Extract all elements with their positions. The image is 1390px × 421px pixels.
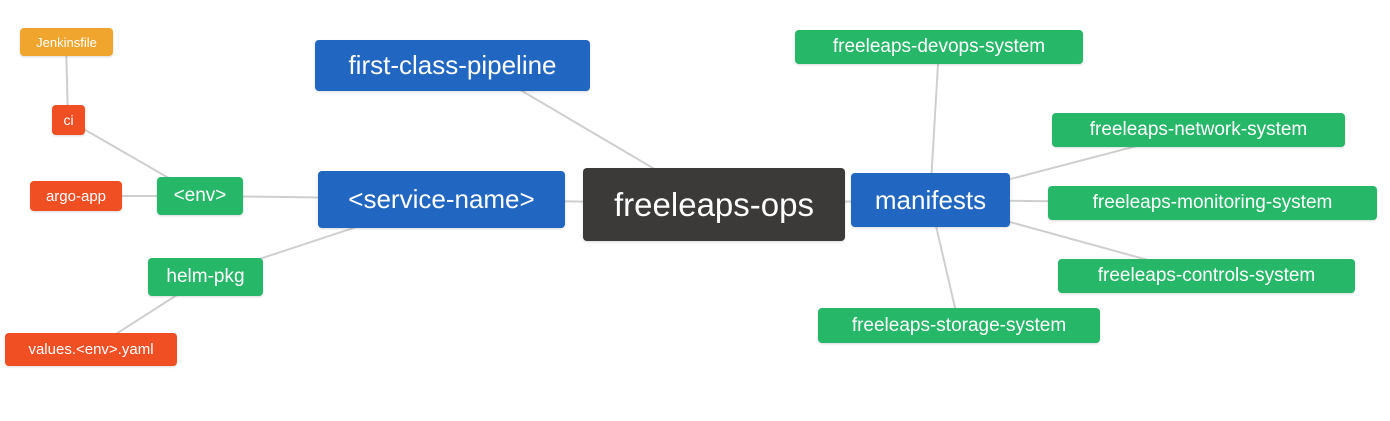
node-freeleaps-ops[interactable]: freeleaps-ops	[583, 168, 845, 241]
node-manifests[interactable]: manifests	[851, 173, 1010, 227]
node-freeleaps-monitoring-system[interactable]: freeleaps-monitoring-system	[1048, 186, 1377, 220]
node-values-env-yaml-label: values.<env>.yaml	[28, 341, 154, 358]
node-helm-pkg-label: helm-pkg	[166, 266, 245, 287]
node-ci-label: ci	[63, 112, 74, 128]
node-helm-pkg[interactable]: helm-pkg	[148, 258, 263, 296]
node-freeleaps-devops-system[interactable]: freeleaps-devops-system	[795, 30, 1083, 64]
node-freeleaps-storage-system-label: freeleaps-storage-system	[851, 314, 1067, 336]
node-env[interactable]: <env>	[157, 177, 243, 215]
node-service-name-label: <service-name>	[348, 184, 535, 214]
node-jenkinsfile-label: Jenkinsfile	[36, 34, 97, 50]
node-freeleaps-devops-system-label: freeleaps-devops-system	[832, 36, 1046, 57]
node-freeleaps-network-system[interactable]: freeleaps-network-system	[1052, 113, 1345, 147]
node-argo-app-label: argo-app	[45, 187, 107, 205]
node-argo-app[interactable]: argo-app	[30, 181, 122, 211]
node-first-class-pipeline-label: first-class-pipeline	[348, 50, 557, 80]
node-freeleaps-controls-system[interactable]: freeleaps-controls-system	[1058, 259, 1355, 293]
node-jenkinsfile[interactable]: Jenkinsfile	[20, 28, 113, 56]
node-freeleaps-monitoring-system-label: freeleaps-monitoring-system	[1092, 192, 1333, 213]
node-env-label: <env>	[173, 185, 227, 206]
node-service-name[interactable]: <service-name>	[318, 171, 565, 228]
node-freeleaps-ops-label: freeleaps-ops	[614, 185, 814, 223]
node-freeleaps-controls-system-label: freeleaps-controls-system	[1097, 265, 1316, 286]
node-freeleaps-network-system-label: freeleaps-network-system	[1089, 119, 1308, 140]
node-first-class-pipeline[interactable]: first-class-pipeline	[315, 40, 590, 91]
node-ci[interactable]: ci	[52, 105, 85, 135]
node-manifests-label: manifests	[874, 184, 987, 215]
node-values-env-yaml[interactable]: values.<env>.yaml	[5, 333, 177, 366]
node-freeleaps-storage-system[interactable]: freeleaps-storage-system	[818, 308, 1100, 343]
